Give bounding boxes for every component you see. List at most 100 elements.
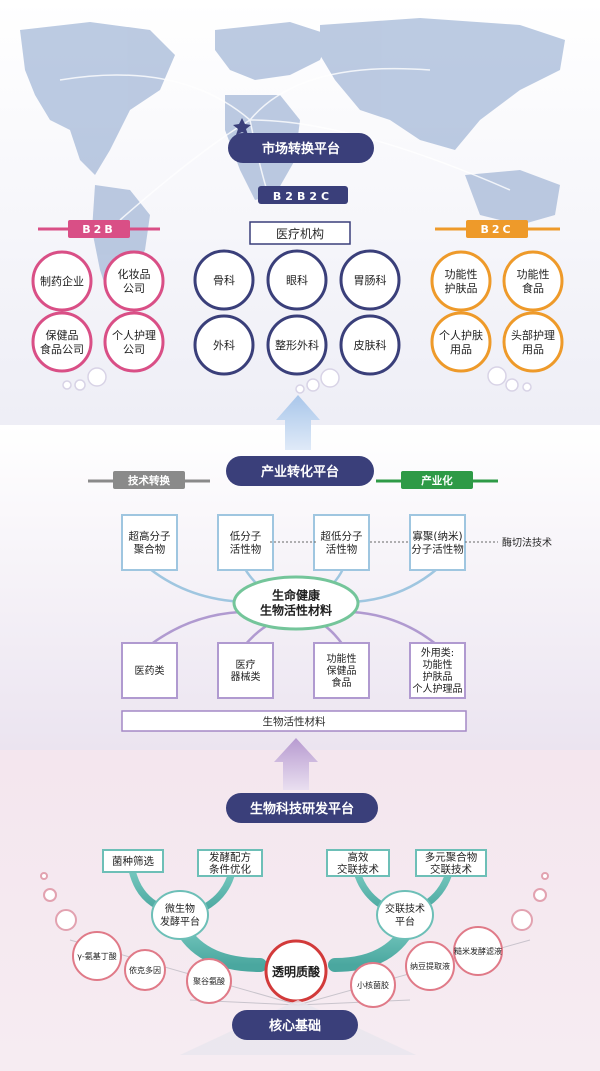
medical-circle-1: [266, 249, 328, 311]
b2b-circle-3: [103, 311, 165, 373]
right-circle-1-label: 纳豆提取液: [410, 961, 450, 971]
b2c-circle-1: [502, 250, 564, 312]
rd-left-1-label: 发酵配方条件优化: [209, 851, 251, 876]
lower-box-label-3: 外用类:功能性护肤品个人护理品: [413, 646, 463, 695]
crosslink-platform-node: 交联技术平台: [376, 890, 434, 940]
left-circle-0: [72, 931, 122, 981]
microbial-platform-label: 微生物发酵平台: [160, 902, 200, 928]
left-circle-1: [124, 949, 166, 991]
b2b-circle-0: [31, 250, 93, 312]
hyaluronic-acid-label: 透明质酸: [272, 964, 321, 979]
side-circle-group: γ-氨基丁酸依克多因聚谷氨酸小核菌胶纳豆提取液糙米发酵滤液: [72, 926, 503, 1008]
origin-star-icon: [233, 118, 251, 135]
left-circle-1-label: 依克多因: [129, 965, 161, 975]
left-circle-2-label: 聚谷氨酸: [193, 976, 225, 986]
industrialization-tag: 产业化: [376, 471, 498, 489]
medical-circle-0: [193, 249, 255, 311]
rd-right-1-label: 多元聚合物交联技术: [425, 851, 478, 876]
medical-circle-2: [339, 249, 401, 311]
tech-transfer-label: 技术转换: [128, 474, 170, 487]
b2b2c-tag: B2B2C: [258, 186, 348, 204]
lower-box-2: [313, 642, 370, 699]
b2c-circle-label-1: 功能性食品: [517, 267, 550, 295]
up-arrow-to-market: [276, 395, 320, 450]
lower-box-group: 医药类 医疗器械类 功能性保健品食品 外用类:功能性护肤品个人护理品: [121, 642, 466, 699]
upper-box-label-1: 低分子活性物: [230, 530, 262, 556]
b2b-circle-label-2: 保健品食品公司: [40, 328, 84, 356]
lower-box-3: [409, 642, 466, 699]
rd-platform-banner: 生物科技研发平台: [226, 793, 378, 823]
medical-circle-label-2: 胃肠科: [354, 273, 387, 287]
microbial-platform-node: 微生物发酵平台: [151, 890, 209, 940]
b2b-circle-2: [31, 311, 93, 373]
b2c-circle-0: [430, 250, 492, 312]
b2b2c-label: B2B2C: [273, 190, 333, 203]
decorative-bubbles-top: [62, 366, 532, 394]
upper-box-1: [217, 514, 274, 571]
medical-circle-label-1: 眼科: [286, 273, 308, 287]
b2c-circle-label-3: 头部护理用品: [511, 328, 555, 356]
upper-box-label-2: 超低分子活性物: [321, 530, 363, 556]
tech-transfer-tag: 技术转换: [88, 471, 210, 489]
rd-platform-label: 生物科技研发平台: [250, 801, 354, 817]
industry-platform-label: 产业转化平台: [261, 464, 339, 480]
lower-box-0: [121, 642, 178, 699]
b2c-circle-2: [430, 311, 492, 373]
b2c-label: B2C: [480, 223, 513, 236]
b2c-tag: B2C: [435, 220, 560, 238]
upper-box-2: [313, 514, 370, 571]
industry-platform-banner: 产业转化平台: [226, 456, 374, 486]
center-label: 生命健康生物活性材料: [260, 588, 332, 618]
medical-circle-label-4: 整形外科: [275, 338, 319, 352]
right-circle-0: [350, 962, 396, 1008]
crosslink-platform-label: 交联技术平台: [385, 902, 425, 928]
lower-box-1: [217, 642, 274, 699]
lower-box-label-0: 医药类: [135, 664, 165, 677]
core-base-banner: 核心基础: [232, 1010, 358, 1040]
market-platform-banner: 市场转换平台: [228, 133, 374, 163]
right-circle-2: [453, 926, 503, 976]
b2b-circle-label-1: 化妆品公司: [118, 267, 151, 295]
b2c-circle-label-2: 个人护肤用品: [439, 328, 483, 356]
bio-materials-label: 生物活性材料: [263, 715, 326, 728]
medical-institutions-box: 医疗机构: [249, 221, 351, 245]
medical-circle-3: [193, 314, 255, 376]
right-circle-0-label: 小核菌胶: [357, 980, 389, 990]
b2c-circle-3: [502, 311, 564, 373]
upper-box-label-3: 寡聚(纳米)分子活性物: [411, 530, 464, 556]
medical-circle-label-3: 外科: [213, 338, 235, 352]
b2b-circle-label-3: 个人护理公司: [112, 328, 156, 356]
upper-box-0: [121, 514, 178, 571]
decorative-bubbles-bottom: [40, 872, 549, 931]
rd-right-1-box: [415, 849, 487, 877]
rd-right-0-label: 高效交联技术: [337, 851, 379, 876]
rd-left-1-box: [197, 849, 263, 877]
right-circle-1: [405, 941, 455, 991]
upper-box-3: [409, 514, 466, 571]
rd-box-group: 菌种筛选 发酵配方条件优化 高效交联技术 多元聚合物交联技术: [102, 849, 487, 877]
medical-circle-5: [339, 314, 401, 376]
center-ellipse: 生命健康生物活性材料: [232, 575, 360, 631]
industrialization-label: 产业化: [421, 474, 453, 487]
hyaluronic-acid-node: 透明质酸: [264, 939, 328, 1003]
rd-left-0-label: 菌种筛选: [112, 855, 154, 868]
medical-circle-label-5: 皮肤科: [354, 338, 387, 352]
rd-right-0-box: [326, 849, 390, 877]
b2b-circle-label-0: 制药企业: [40, 274, 84, 288]
b2c-circle-label-0: 功能性护肤品: [445, 267, 478, 295]
rd-left-0-box: [102, 849, 164, 873]
left-circle-2: [186, 958, 232, 1004]
medical-circle-label-0: 骨科: [213, 273, 235, 287]
left-circle-0-label: γ-氨基丁酸: [77, 951, 117, 961]
medical-circle-4: [266, 314, 328, 376]
b2b-tag: B2B: [38, 220, 160, 238]
lower-box-label-1: 医疗器械类: [231, 658, 261, 683]
up-arrow-to-industry: [274, 738, 318, 790]
b2b-circle-1: [103, 250, 165, 312]
lower-box-label-2: 功能性保健品食品: [327, 652, 357, 689]
market-platform-label: 市场转换平台: [262, 141, 340, 157]
